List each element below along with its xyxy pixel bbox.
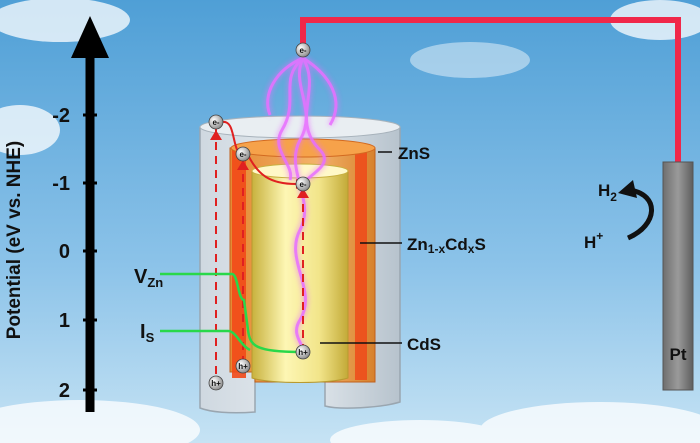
- znCdS-rim: [230, 138, 376, 158]
- reaction-arrowhead: [618, 180, 637, 198]
- svg-text:e-: e-: [299, 46, 306, 55]
- hole: h+: [235, 358, 251, 374]
- transfer-arrow: [221, 120, 239, 153]
- cds-top: [251, 163, 349, 179]
- is-defect-line: [160, 329, 251, 352]
- svg-text:h+: h+: [238, 362, 248, 371]
- znCdS-label: Zn1-xCdxS: [407, 235, 486, 256]
- hole: h+: [295, 344, 311, 360]
- light-path: [266, 56, 338, 353]
- tick-label: 2: [59, 380, 70, 402]
- electron: e-: [295, 176, 311, 192]
- tick-label: 1: [59, 310, 70, 332]
- svg-text:e-: e-: [239, 150, 246, 159]
- h2-label: H2: [598, 181, 617, 204]
- vzn-label: VZn: [134, 266, 163, 290]
- pt-label: Pt: [670, 345, 687, 364]
- hole: h+: [208, 375, 224, 391]
- electron: e-: [295, 42, 311, 58]
- tick-label: 0: [59, 241, 70, 263]
- zns-label: ZnS: [398, 144, 430, 163]
- svg-text:h+: h+: [211, 379, 221, 388]
- znCdS-transition-head: [237, 160, 249, 170]
- reaction-arrow: [626, 187, 654, 241]
- is-label: IS: [140, 321, 155, 345]
- zns-transition-head: [210, 130, 222, 140]
- svg-text:e-: e-: [299, 180, 306, 189]
- vzn-defect-line: [160, 272, 301, 354]
- electron: e-: [208, 114, 224, 130]
- svg-text:h+: h+: [298, 348, 308, 357]
- hplus-label: H+: [584, 229, 603, 252]
- znCdS-edge-right: [355, 150, 367, 380]
- transfer-arrow: [247, 154, 297, 185]
- cds-transition-head: [297, 188, 309, 198]
- pt-electrode: [662, 161, 694, 391]
- electron: e-: [235, 146, 251, 162]
- external-wire: [300, 17, 681, 165]
- axis-label: Potential (eV vs. NHE): [4, 141, 25, 340]
- tick-label: -1: [52, 173, 70, 195]
- svg-text:e-: e-: [212, 118, 219, 127]
- cds-label: CdS: [407, 335, 441, 354]
- tick-label: -2: [52, 105, 70, 127]
- core-shell-nanorod: [199, 115, 401, 414]
- potential-axis: [71, 16, 109, 412]
